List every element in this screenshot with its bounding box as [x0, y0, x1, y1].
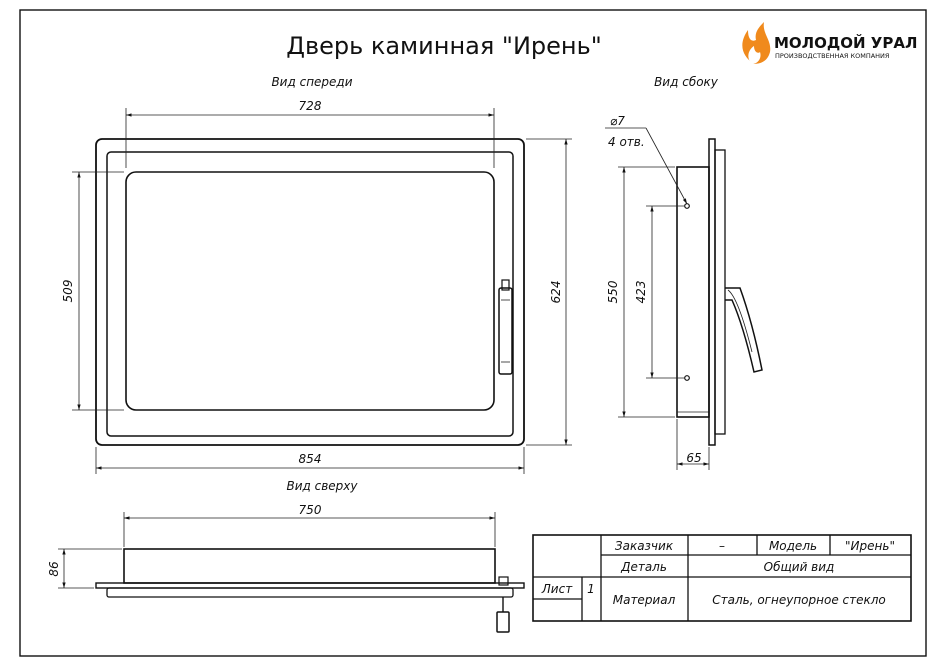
- front-view: Вид спереди 728 854 509 62: [61, 75, 572, 474]
- door-handle: [498, 279, 513, 375]
- logo-tagline: ПРОИЗВОДСТВЕННАЯ КОМПАНИЯ: [775, 52, 889, 60]
- customer-value: –: [719, 539, 725, 553]
- dim-front-height-overall: 624: [549, 281, 563, 304]
- dim-side-depth: 65: [686, 451, 701, 465]
- sheet-value: 1: [587, 582, 595, 596]
- company-logo: МОЛОДОЙ УРАЛ ПРОИЗВОДСТВЕННАЯ КОМПАНИЯ: [742, 22, 917, 64]
- dim-top-height: 86: [47, 561, 61, 577]
- door-inner-frame: [106, 151, 514, 437]
- model-value: "Ирень": [845, 539, 895, 553]
- hole-count-label: 4 отв.: [608, 135, 645, 149]
- sheet-label: Лист: [541, 582, 573, 596]
- dim-front-width-overall: 854: [299, 452, 322, 466]
- front-view-label: Вид спереди: [271, 75, 352, 89]
- side-view-label: Вид сбоку: [654, 75, 719, 89]
- top-view-label: Вид сверху: [286, 479, 358, 493]
- hole-diameter-label: ⌀7: [610, 114, 625, 128]
- material-value: Сталь, огнеупорное стекло: [712, 593, 886, 607]
- part-value: Общий вид: [764, 560, 835, 574]
- door-glass: [125, 171, 495, 411]
- model-label: Модель: [769, 539, 817, 553]
- mount-hole-bottom: [684, 375, 690, 381]
- side-view: Вид сбоку ⌀7 4 отв. 550 423: [605, 75, 763, 470]
- dim-top-width: 750: [299, 503, 322, 517]
- dim-front-height-glass: 509: [61, 280, 75, 303]
- customer-label: Заказчик: [615, 539, 674, 553]
- part-label: Деталь: [620, 560, 667, 574]
- side-body: [676, 166, 710, 418]
- side-handle: [725, 287, 763, 373]
- door-outer-frame: [95, 138, 525, 446]
- dim-front-width-glass: 728: [299, 99, 322, 113]
- sheet-border: [19, 9, 927, 657]
- dim-side-outer: 550: [606, 280, 620, 303]
- top-body: [123, 548, 496, 584]
- top-handle: [496, 576, 510, 633]
- flame-icon: [742, 22, 771, 64]
- dim-side-inner: 423: [634, 281, 648, 304]
- title-block: Заказчик – Модель "Ирень" Деталь Общий в…: [532, 534, 912, 622]
- top-view: Вид сверху 750 86: [47, 479, 525, 633]
- side-front-plate: [708, 138, 716, 446]
- logo-name: МОЛОДОЙ УРАЛ: [774, 33, 917, 52]
- mount-hole-top: [684, 203, 690, 209]
- material-label: Материал: [613, 593, 676, 607]
- drawing-title: Дверь каминная "Ирень": [286, 32, 602, 60]
